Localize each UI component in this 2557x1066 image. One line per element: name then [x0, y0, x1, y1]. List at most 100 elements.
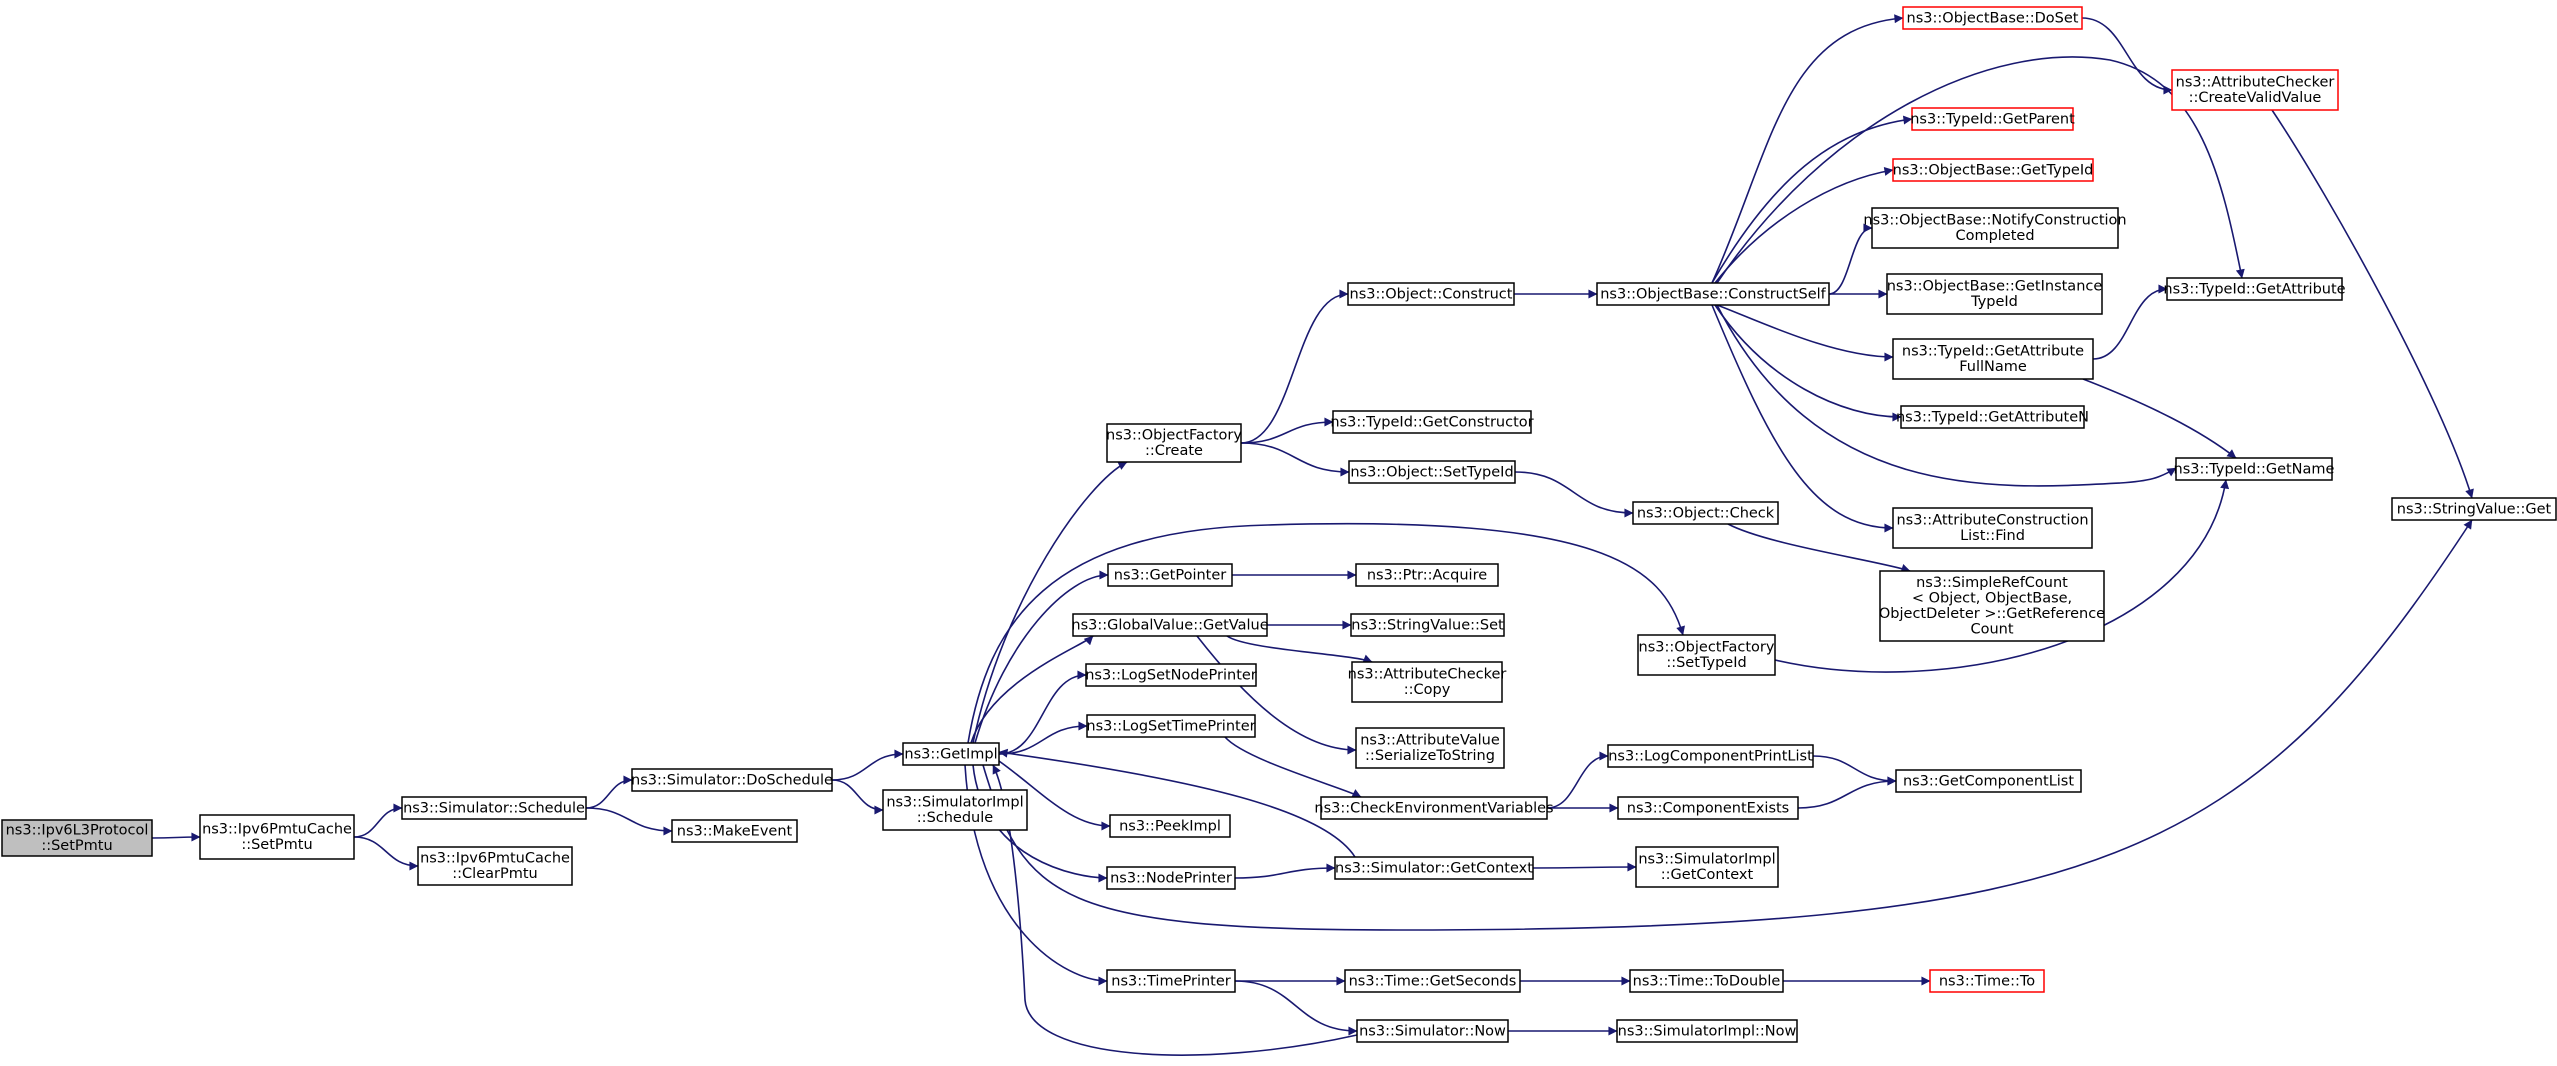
- edge-line: [585, 807, 673, 836]
- node-label: ns3::SimulatorImpl: [1638, 852, 1775, 868]
- node-logsettimeprinter[interactable]: ns3::LogSetTimePrinter: [1086, 714, 1256, 738]
- node-box: [1085, 663, 1257, 687]
- node-box: [1596, 282, 1830, 306]
- node-getimpl[interactable]: ns3::GetImpl: [902, 742, 1000, 766]
- node-attrvalue-serialize[interactable]: ns3::AttributeValue::SerializeToString: [1355, 727, 1505, 769]
- node-box: [1637, 634, 1776, 676]
- node-label: ns3::ObjectBase::NotifyConstruction: [1863, 213, 2126, 229]
- node-label: ns3::ObjectBase::ConstructSelf: [1600, 286, 1826, 302]
- node-typeid-getattributen[interactable]: ns3::TypeId::GetAttributeN: [1896, 405, 2089, 429]
- node-object-construct[interactable]: ns3::Object::Construct: [1347, 282, 1515, 306]
- node-sim-getcontext[interactable]: ns3::Simulator::GetContext: [1334, 856, 1534, 880]
- node-box: [1635, 846, 1779, 888]
- node-box: [2391, 497, 2557, 521]
- edge-line: [998, 760, 1111, 831]
- edge-objbase-constructself-to-typeid-getparent: [1711, 115, 1913, 284]
- node-box: [1334, 856, 1534, 880]
- node-label: ns3::AttributeChecker: [2176, 75, 2335, 91]
- node-logcomponentprintlist[interactable]: ns3::LogComponentPrintList: [1607, 744, 1814, 768]
- node-attrchecker-copy[interactable]: ns3::AttributeChecker::Copy: [1348, 661, 1507, 703]
- node-label: ns3::GetImpl: [904, 746, 997, 762]
- node-box: [1106, 866, 1236, 890]
- node-box: [2175, 457, 2333, 481]
- edge-objbase-constructself-to-typeid-getattributen: [1714, 304, 1902, 422]
- node-objbase-gettypeid[interactable]: ns3::ObjectBase::GetTypeId: [1892, 158, 2094, 182]
- node-typeid-getname[interactable]: ns3::TypeId::GetName: [2174, 457, 2335, 481]
- edge-line: [970, 635, 1094, 744]
- node-ptr-acquire[interactable]: ns3::Ptr::Acquire: [1355, 563, 1499, 587]
- node-time-getseconds[interactable]: ns3::Time::GetSeconds: [1344, 969, 1521, 993]
- node-label: ns3::ObjectFactory: [1106, 428, 1242, 444]
- node-typeid-getparent[interactable]: ns3::TypeId::GetParent: [1910, 107, 2075, 131]
- node-label: ns3::ObjectFactory: [1639, 640, 1775, 656]
- node-objbase-notify[interactable]: ns3::ObjectBase::NotifyConstructionCompl…: [1863, 207, 2127, 249]
- node-label: ns3::LogSetTimePrinter: [1086, 718, 1255, 734]
- node-label: ns3::PeekImpl: [1119, 818, 1221, 834]
- node-box: [1929, 969, 2045, 993]
- node-label: ::SerializeToString: [1365, 748, 1495, 764]
- node-objbase-doset[interactable]: ns3::ObjectBase::DoSet: [1902, 6, 2083, 30]
- edge-objfactory-create-to-object-construct: [1240, 289, 1349, 444]
- edge-line: [967, 522, 1685, 744]
- edge-line: [1532, 862, 1637, 872]
- node-typeid-getconstructor[interactable]: ns3::TypeId::GetConstructor: [1330, 410, 1534, 434]
- edge-objfactory-create-to-object-settypeid: [1240, 442, 1350, 477]
- edge-line: [1716, 56, 2245, 284]
- node-object-check[interactable]: ns3::Object::Check: [1632, 501, 1779, 525]
- node-objfactory-settypeid[interactable]: ns3::ObjectFactory::SetTypeId: [1637, 634, 1776, 676]
- edge-line: [151, 832, 201, 842]
- node-getpointer[interactable]: ns3::GetPointer: [1107, 563, 1233, 587]
- edge-cache-setpmtu-to-cache-clearpmtu: [353, 836, 419, 871]
- node-time-to[interactable]: ns3::Time::To: [1929, 969, 2045, 993]
- edge-line: [353, 836, 419, 871]
- node-label: ::Copy: [1404, 682, 1451, 698]
- node-peekimpl[interactable]: ns3::PeekImpl: [1109, 814, 1231, 838]
- node-object-settypeid[interactable]: ns3::Object::SetTypeId: [1348, 460, 1516, 484]
- node-label: ::Schedule: [917, 810, 993, 826]
- node-simimpl-getcontext[interactable]: ns3::SimulatorImpl::GetContext: [1635, 846, 1779, 888]
- edge-logcomponentprintlist-to-getcomponentlist: [1812, 755, 1897, 786]
- node-globalvalue-getvalue[interactable]: ns3::GlobalValue::GetValue: [1071, 613, 1269, 637]
- node-box: [1350, 613, 1505, 637]
- node-sim-now[interactable]: ns3::Simulator::Now: [1356, 1019, 1509, 1043]
- node-objfactory-create[interactable]: ns3::ObjectFactory::Create: [1106, 423, 1242, 463]
- edge-line: [974, 570, 1109, 744]
- node-box: [1886, 273, 2103, 315]
- node-label: ::GetContext: [1661, 867, 1754, 883]
- edge-objbase-constructself-to-typeid-getattribute: [1716, 56, 2245, 284]
- node-attrchecker-createvalid[interactable]: ns3::AttributeChecker::CreateValidValue: [2171, 69, 2339, 111]
- node-checkenv[interactable]: ns3::CheckEnvironmentVariables: [1314, 796, 1554, 820]
- edge-attrchecker-createvalid-to-stringvalue-get: [2271, 109, 2474, 499]
- node-nodeprinter[interactable]: ns3::NodePrinter: [1106, 866, 1236, 890]
- node-getcomponentlist[interactable]: ns3::GetComponentList: [1895, 769, 2082, 793]
- node-makeevent[interactable]: ns3::MakeEvent: [671, 819, 798, 843]
- node-stringvalue-set[interactable]: ns3::StringValue::Set: [1350, 613, 1505, 637]
- node-sim-schedule[interactable]: ns3::Simulator::Schedule: [401, 796, 587, 820]
- node-setpmtu-proto[interactable]: ns3::Ipv6L3Protocol::SetPmtu: [1, 819, 153, 857]
- edge-objbase-constructself-to-attrconstruction-find: [1711, 304, 1894, 533]
- node-box: [1106, 423, 1242, 463]
- node-label: ns3::LogComponentPrintList: [1608, 748, 1813, 764]
- node-cache-setpmtu[interactable]: ns3::Ipv6PmtuCache::SetPmtu: [199, 814, 355, 860]
- node-cache-clearpmtu[interactable]: ns3::Ipv6PmtuCache::ClearPmtu: [417, 846, 573, 886]
- node-simplerefcount[interactable]: ns3::SimpleRefCount< Object, ObjectBase,…: [1879, 570, 2105, 642]
- node-label: ns3::Simulator::GetContext: [1335, 860, 1533, 876]
- node-simimpl-schedule[interactable]: ns3::SimulatorImpl::Schedule: [882, 789, 1028, 831]
- node-sim-doschedule[interactable]: ns3::Simulator::DoSchedule: [631, 768, 833, 792]
- node-componentexists[interactable]: ns3::ComponentExists: [1617, 796, 1799, 820]
- node-label: ns3::TypeId::GetParent: [1910, 111, 2075, 127]
- node-timeprinter[interactable]: ns3::TimePrinter: [1106, 969, 1236, 993]
- node-objbase-constructself[interactable]: ns3::ObjectBase::ConstructSelf: [1596, 282, 1830, 306]
- node-time-todouble[interactable]: ns3::Time::ToDouble: [1629, 969, 1784, 993]
- node-label: ns3::AttributeConstruction: [1896, 513, 2088, 529]
- node-stringvalue-get[interactable]: ns3::StringValue::Get: [2391, 497, 2557, 521]
- node-simimpl-now[interactable]: ns3::SimulatorImpl::Now: [1616, 1019, 1798, 1043]
- edge-objbase-constructself-to-objbase-gettypeid: [1714, 166, 1894, 284]
- edge-object-settypeid-to-object-check: [1514, 471, 1634, 518]
- node-logsetnodeprinter[interactable]: ns3::LogSetNodePrinter: [1085, 663, 1257, 687]
- node-typeid-getattribute[interactable]: ns3::TypeId::GetAttribute: [2163, 277, 2346, 301]
